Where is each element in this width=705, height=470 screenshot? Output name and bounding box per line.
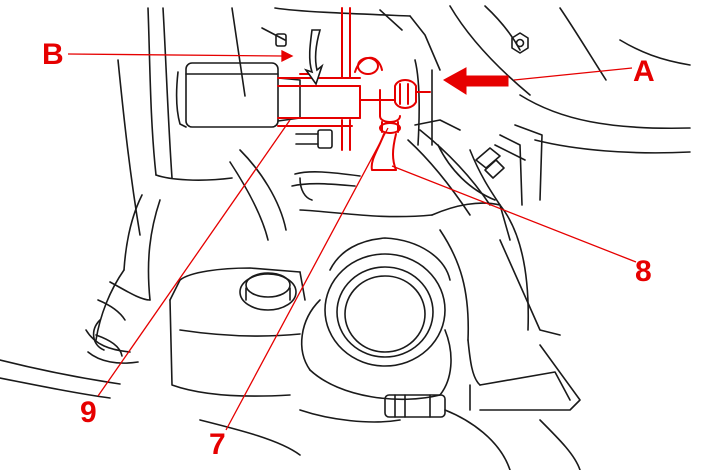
canister [175, 62, 301, 128]
callout-7: 7 [209, 428, 226, 461]
engine-bay-line-art [0, 5, 691, 470]
callout-8: 8 [635, 255, 652, 288]
connector [384, 394, 446, 418]
callout-9: 9 [80, 396, 97, 429]
callout-a: A [633, 55, 655, 88]
callout-b: B [42, 38, 64, 71]
direction-arrow-a [443, 67, 509, 95]
reservoir [169, 267, 306, 397]
highlighted-component [277, 7, 431, 171]
intake-duct [300, 237, 452, 401]
direction-arrow-b [303, 29, 324, 86]
leader-lines [67, 49, 637, 431]
